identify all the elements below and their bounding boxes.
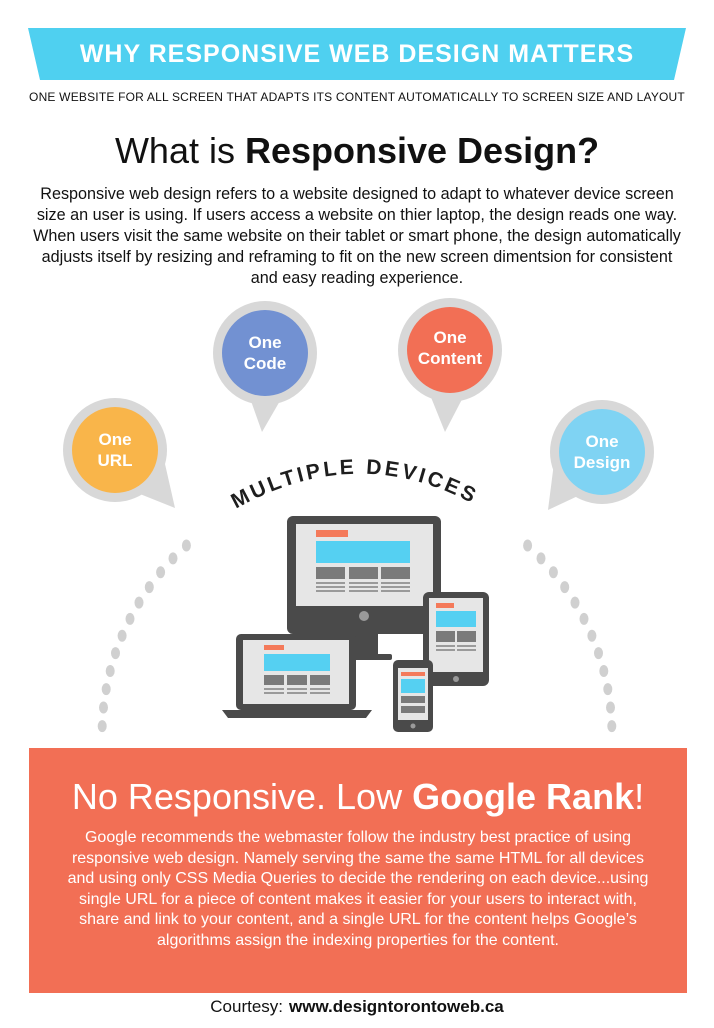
arc-dot bbox=[144, 581, 154, 594]
arc-dot bbox=[111, 647, 120, 660]
arc-dot bbox=[97, 720, 107, 733]
arc-dot bbox=[579, 612, 589, 625]
dotted-arcs bbox=[97, 539, 617, 733]
arc-dot bbox=[134, 596, 144, 609]
arc-dot bbox=[536, 552, 546, 565]
arc-dot bbox=[587, 629, 597, 642]
courtesy-label: Courtesy: bbox=[210, 997, 284, 1016]
arc-dot bbox=[523, 539, 533, 552]
banner-shape bbox=[28, 28, 686, 80]
phone-icon bbox=[393, 660, 433, 732]
arc-dot bbox=[181, 539, 191, 552]
multiple-devices-text: MULTIPLE DEVICES bbox=[227, 456, 479, 514]
devices-illustration: MULTIPLE DEVICES bbox=[63, 298, 654, 733]
pin-one-content bbox=[398, 298, 502, 432]
arc-dot bbox=[594, 647, 603, 660]
arc-dot bbox=[105, 665, 115, 677]
arc-dot bbox=[570, 596, 580, 609]
google-rank-section: No Responsive. Low Google Rank! Google r… bbox=[29, 748, 687, 993]
subtitle: ONE WEBSITE FOR ALL SCREEN THAT ADAPTS I… bbox=[29, 90, 685, 104]
tablet-icon bbox=[423, 592, 489, 686]
pin-one-design bbox=[548, 400, 654, 510]
arc-dot bbox=[599, 665, 609, 677]
arc-dot bbox=[603, 683, 613, 696]
arc-dot bbox=[99, 701, 108, 714]
multiple-devices-title: MULTIPLE DEVICES bbox=[227, 456, 482, 514]
heading-prefix: What is bbox=[114, 130, 245, 171]
arc-dot bbox=[607, 720, 617, 733]
laptop-icon bbox=[222, 634, 372, 718]
title-banner: WHY RESPONSIVE WEB DESIGN MATTERS bbox=[28, 28, 686, 80]
arc-dot bbox=[156, 566, 166, 579]
courtesy-url: www.designtorontoweb.ca bbox=[289, 997, 504, 1016]
heading-bold: Responsive Design? bbox=[244, 130, 600, 171]
banner-title: WHY RESPONSIVE WEB DESIGN MATTERS bbox=[79, 40, 635, 68]
google-rank-heading: No Responsive. Low Google Rank! bbox=[71, 776, 645, 817]
pin-one-code bbox=[213, 301, 317, 432]
intro-paragraph: Responsive web design refers to a websit… bbox=[33, 185, 681, 287]
google-rank-body: Google recommends the webmaster follow t… bbox=[67, 829, 649, 949]
arc-dot bbox=[560, 581, 570, 594]
arc-dot bbox=[548, 566, 558, 579]
arc-dot bbox=[117, 629, 127, 642]
arc-dot bbox=[101, 683, 111, 696]
arc-dot bbox=[125, 612, 135, 625]
monitor-icon bbox=[287, 516, 441, 660]
pin-one-url bbox=[63, 398, 175, 508]
page-heading: What is Responsive Design? bbox=[0, 130, 714, 172]
courtesy-line: Courtesy: www.designtorontoweb.ca bbox=[0, 997, 714, 1017]
arc-dot bbox=[606, 701, 615, 714]
arc-dot bbox=[168, 552, 178, 565]
